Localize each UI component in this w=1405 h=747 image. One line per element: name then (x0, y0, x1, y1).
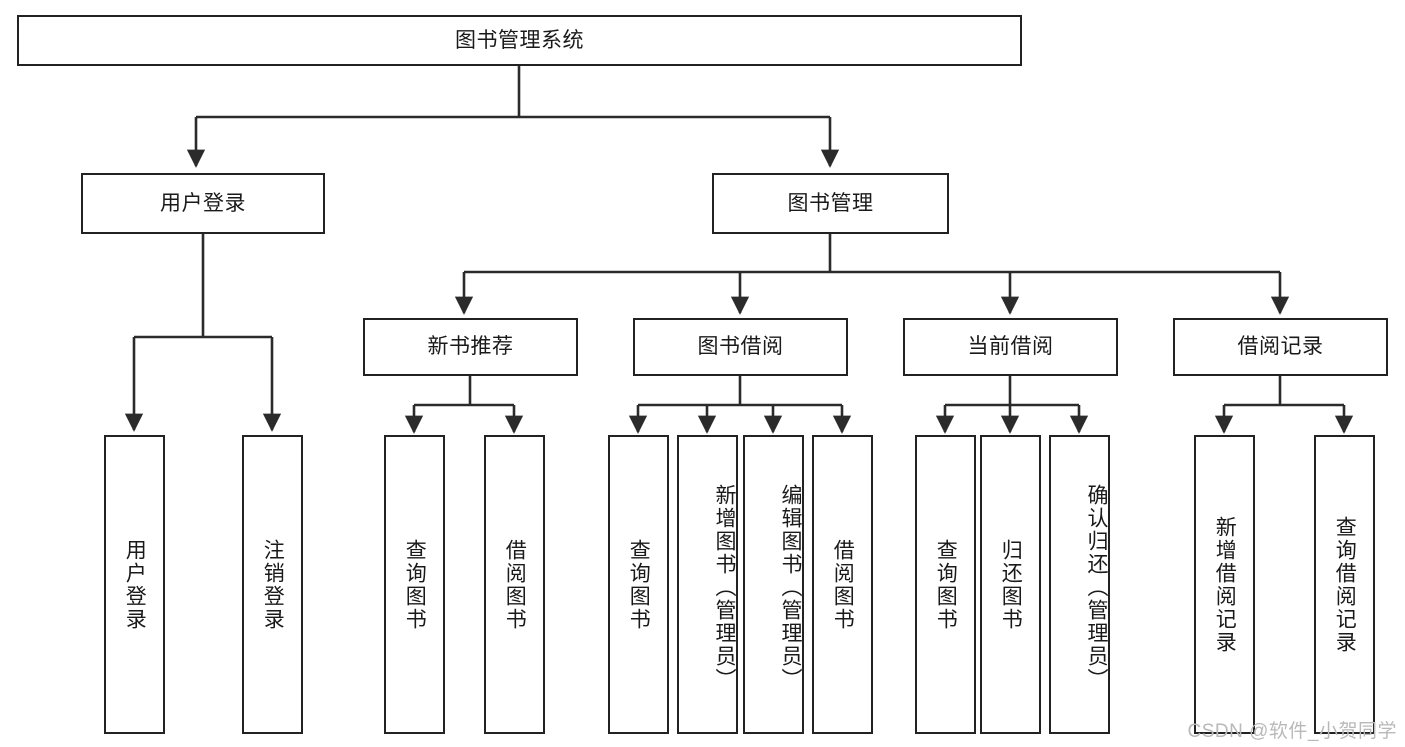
node-label: 查询图书 (934, 538, 958, 631)
node-label: 确认归还（管理员） (1085, 484, 1108, 691)
node-label: 用户登录 (160, 191, 246, 215)
node-label: 新书推荐 (427, 335, 514, 359)
node-label: 图书借阅 (697, 335, 784, 359)
leaf-add-book-admin[interactable]: 新增图书（管理员） (677, 435, 738, 734)
node-borrow-record[interactable]: 借阅记录 (1173, 318, 1388, 376)
node-label: 查询借阅记录 (1333, 515, 1357, 654)
node-label: 编辑图书（管理员） (779, 484, 802, 691)
node-label: 用户登录 (123, 538, 147, 631)
node-label: 归还图书 (999, 538, 1023, 631)
leaf-borrow-book[interactable]: 借阅图书 (812, 435, 873, 734)
node-label: 当前借阅 (967, 335, 1054, 359)
node-user-login[interactable]: 用户登录 (81, 173, 325, 234)
node-label: 注销登录 (261, 538, 285, 631)
leaf-add-borrow-record[interactable]: 新增借阅记录 (1194, 435, 1255, 734)
node-label: 图书管理 (787, 191, 874, 215)
leaf-query-book-current[interactable]: 查询图书 (915, 435, 976, 734)
node-book-management[interactable]: 图书管理 (712, 173, 949, 234)
node-book-borrowing[interactable]: 图书借阅 (633, 318, 848, 376)
node-label: 借阅图书 (503, 538, 527, 631)
watermark-text: CSDN @软件_小贺同学 (1187, 721, 1397, 742)
node-label: 新增图书（管理员） (713, 484, 736, 691)
node-label: 新增借阅记录 (1213, 515, 1237, 654)
node-new-book-recommendation[interactable]: 新书推荐 (363, 318, 578, 376)
node-label: 借阅图书 (831, 538, 855, 631)
leaf-logout[interactable]: 注销登录 (242, 435, 303, 734)
leaf-user-login[interactable]: 用户登录 (104, 435, 165, 734)
leaf-query-book-borrow[interactable]: 查询图书 (608, 435, 669, 734)
node-current-borrowing[interactable]: 当前借阅 (903, 318, 1118, 376)
leaf-confirm-return-admin[interactable]: 确认归还（管理员） (1049, 435, 1110, 734)
node-label: 图书管理系统 (455, 28, 584, 52)
node-label: 查询图书 (403, 538, 427, 631)
leaf-return-book[interactable]: 归还图书 (980, 435, 1041, 734)
node-root-book-management-system[interactable]: 图书管理系统 (17, 15, 1022, 66)
leaf-query-borrow-record[interactable]: 查询借阅记录 (1314, 435, 1375, 734)
leaf-edit-book-admin[interactable]: 编辑图书（管理员） (743, 435, 804, 734)
node-label: 借阅记录 (1237, 335, 1324, 359)
node-label: 查询图书 (627, 538, 651, 631)
leaf-query-book-recommend[interactable]: 查询图书 (384, 435, 445, 734)
leaf-borrow-book-recommend[interactable]: 借阅图书 (484, 435, 545, 734)
